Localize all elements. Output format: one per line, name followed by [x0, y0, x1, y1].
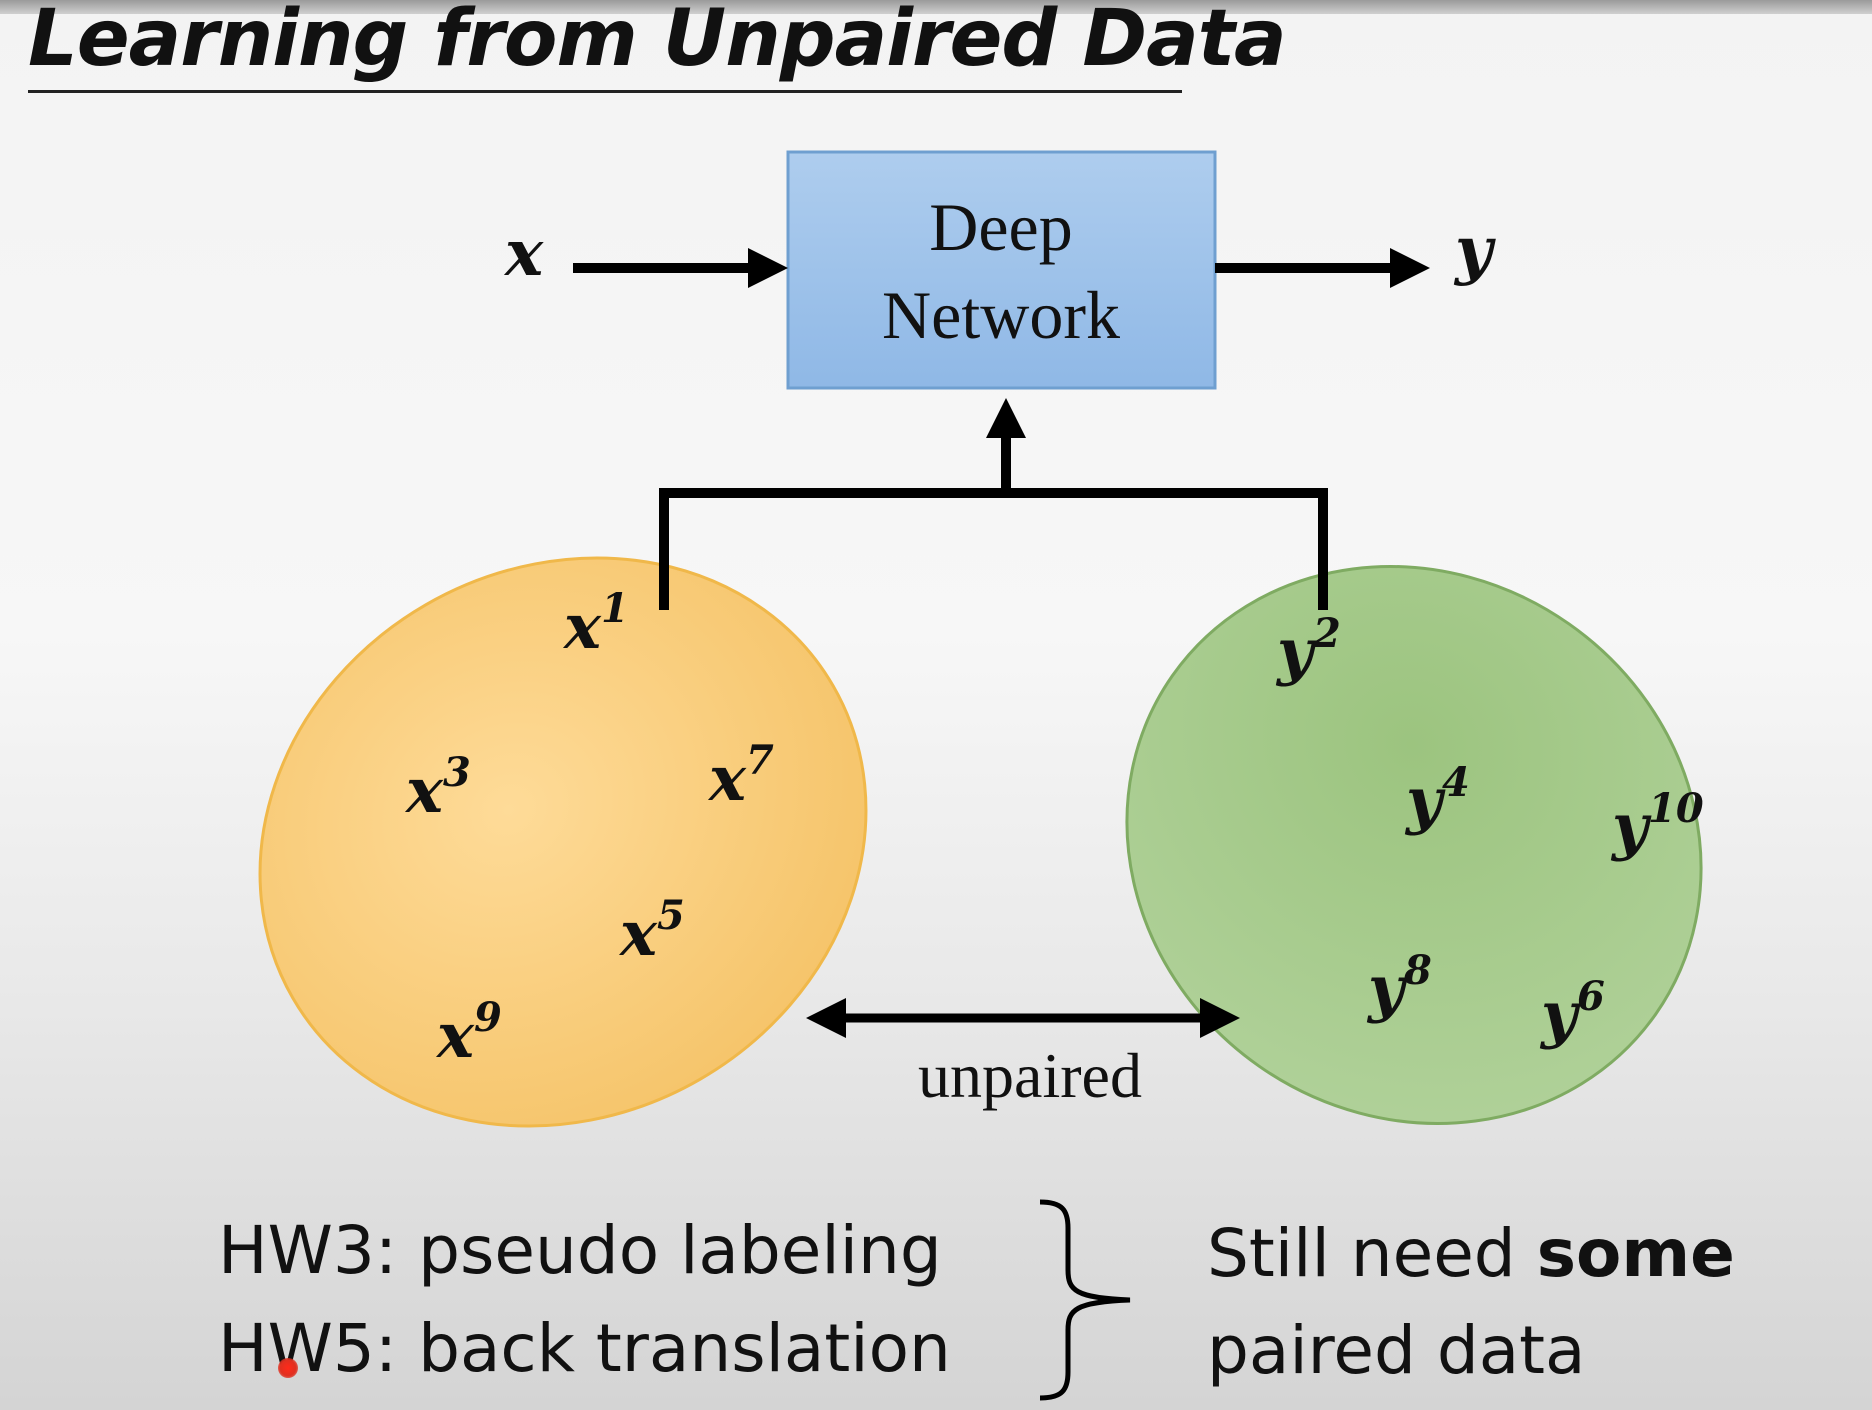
x-item-base: x — [707, 742, 747, 815]
x-item-sup: 3 — [443, 749, 471, 796]
set-connector-bracket — [659, 488, 1328, 610]
svg-text:x9: x9 — [435, 994, 502, 1072]
svg-text:x7: x7 — [707, 737, 774, 815]
unpaired-arrowhead-left — [806, 998, 846, 1038]
deep-network-box — [786, 150, 1217, 390]
connector-arrowhead — [986, 398, 1026, 438]
y-item-y6: y6 — [1539, 973, 1605, 1051]
slide-title: Learning from Unpaired Data — [28, 0, 1287, 84]
output-label-y: y — [1453, 213, 1496, 288]
input-label-x: x — [503, 216, 544, 291]
svg-text:y6: y6 — [1539, 973, 1605, 1051]
svg-text:y2: y2 — [1275, 610, 1341, 688]
x-item-sup: 9 — [474, 994, 502, 1041]
network-label-line2: Network — [882, 277, 1120, 353]
x-item-base: x — [435, 999, 475, 1072]
y-item-y8: y8 — [1366, 947, 1432, 1025]
svg-text:x3: x3 — [404, 749, 471, 827]
y-item-y10: y10 — [1610, 785, 1704, 863]
top-bar-strip — [0, 0, 1872, 14]
y-item-base: y — [1610, 790, 1652, 863]
note-line1: Still need some — [1207, 1215, 1735, 1292]
x-item-x5: x5 — [618, 892, 685, 970]
y-item-base: y — [1275, 615, 1317, 688]
x-item-x7: x7 — [707, 737, 774, 815]
svg-text:x1: x1 — [562, 585, 629, 663]
y-set-ellipse — [1125, 565, 1703, 1125]
hw3-text: HW3: pseudo labeling — [218, 1212, 942, 1289]
x-item-base: x — [404, 754, 444, 827]
y-item-base: y — [1366, 952, 1408, 1025]
x-item-base: x — [562, 590, 602, 663]
laser-pointer-dot — [278, 1358, 298, 1378]
y-item-sup: 2 — [1312, 610, 1341, 657]
y-item-base: y — [1539, 978, 1581, 1051]
note-plain: Still need — [1207, 1215, 1537, 1292]
x-item-base: x — [618, 897, 658, 970]
y-item-y2: y2 — [1275, 610, 1341, 688]
svg-text:y4: y4 — [1404, 759, 1470, 837]
x-item-x9: x9 — [435, 994, 502, 1072]
x-item-sup: 5 — [657, 892, 685, 939]
y-item-sup: 10 — [1648, 785, 1704, 832]
unpaired-label: unpaired — [918, 1040, 1142, 1111]
svg-text:y10: y10 — [1610, 785, 1704, 863]
x-item-x3: x3 — [404, 749, 471, 827]
network-label-line1: Deep — [929, 189, 1072, 265]
curly-brace — [1039, 1199, 1131, 1401]
x-item-sup: 1 — [601, 585, 629, 632]
x-item-x1: x1 — [562, 585, 629, 663]
y-item-base: y — [1404, 764, 1446, 837]
unpaired-arrowhead-right — [1200, 998, 1240, 1038]
y-item-sup: 4 — [1442, 759, 1470, 806]
note-line2: paired data — [1207, 1312, 1586, 1389]
input-arrowhead — [748, 248, 788, 288]
x-set-ellipse — [258, 556, 868, 1128]
y-item-y4: y4 — [1404, 759, 1470, 837]
svg-text:x5: x5 — [618, 892, 685, 970]
note-bold-some: some — [1536, 1215, 1735, 1292]
x-item-sup: 7 — [746, 737, 774, 784]
hw5-text: HW5: back translation — [218, 1310, 951, 1387]
output-arrowhead — [1390, 248, 1430, 288]
svg-text:y8: y8 — [1366, 947, 1432, 1025]
y-item-sup: 8 — [1403, 947, 1432, 994]
y-item-sup: 6 — [1577, 973, 1605, 1020]
title-underline — [28, 90, 1182, 93]
